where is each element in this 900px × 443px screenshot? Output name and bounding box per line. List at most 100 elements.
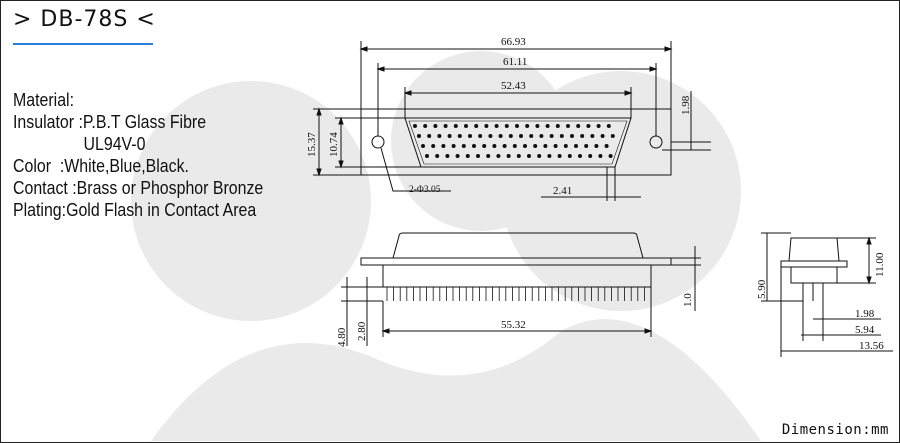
pin-dot <box>574 144 578 148</box>
bottom-view <box>341 232 701 346</box>
spec-insulator: Insulator :P.B.T Glass Fibre <box>13 111 207 132</box>
pin-dot <box>529 134 534 138</box>
dim-tail-a: 4.80 <box>336 327 348 347</box>
spec-block: Material: Insulator :P.B.T Glass Fibre U… <box>13 89 304 221</box>
pin-dot <box>563 144 568 148</box>
pin-dot <box>590 134 595 138</box>
pin-dot <box>549 134 554 138</box>
pin-dot <box>431 144 436 148</box>
dim-flange-thickness: 1.0 <box>682 293 694 307</box>
pin-dot <box>447 134 452 138</box>
pin-dot <box>553 144 558 148</box>
pin-dot <box>516 154 521 158</box>
pin-dot <box>425 154 429 158</box>
pin-dot <box>515 124 519 128</box>
front-view <box>313 41 711 201</box>
pin-dot <box>559 134 564 138</box>
dim-side-depth: 13.56 <box>859 340 884 352</box>
pin-dot <box>576 124 581 128</box>
pin-dot <box>508 134 513 138</box>
pin-dot <box>512 144 517 148</box>
pin-dot <box>492 144 497 148</box>
pin-dot <box>527 154 531 158</box>
dim-side-total-height: 11.00 <box>874 252 886 277</box>
pin-tails <box>386 287 645 301</box>
pin-dot <box>453 124 458 128</box>
pin-dot <box>519 134 523 138</box>
pin-dot <box>443 124 448 128</box>
pin-dot <box>445 154 450 158</box>
dim-mount-hole: 2-Φ3.05 <box>409 185 441 195</box>
pin-dot <box>437 134 442 138</box>
pin-dot <box>537 154 542 158</box>
pin-dot <box>474 124 479 128</box>
end-view <box>761 232 893 357</box>
pin-dot <box>478 134 483 138</box>
pin-dot <box>525 124 530 128</box>
spec-insulator-rating: UL94V-0 <box>83 133 146 154</box>
title-underline <box>13 43 153 45</box>
pin-dot <box>476 154 480 158</box>
dim-side-pin-span: 5.94 <box>855 324 875 336</box>
dim-pin-pitch: 2.41 <box>553 185 572 197</box>
dim-shell-height: 10.74 <box>328 132 340 157</box>
dim-flange-edge: 1.98 <box>680 95 692 115</box>
pin-dot <box>451 144 456 148</box>
pin-dot <box>523 144 527 148</box>
pin-dot <box>588 154 593 158</box>
pin-dot <box>421 144 425 148</box>
pin-dot <box>457 134 462 138</box>
pin-dot <box>610 134 615 138</box>
pin-dot <box>486 154 491 158</box>
pin-dot <box>586 124 591 128</box>
pin-dot <box>535 124 540 128</box>
pin-dot <box>472 144 476 148</box>
pin-dot <box>596 124 601 128</box>
pin-dot <box>498 134 503 138</box>
mount-hole-left <box>371 135 385 149</box>
mount-hole-right <box>649 135 663 149</box>
pin-dot <box>533 144 538 148</box>
dim-shell-width: 52.43 <box>501 80 526 92</box>
shell-profile <box>392 232 644 259</box>
pin-dot <box>545 124 550 128</box>
pin-dot <box>482 144 487 148</box>
pin-dot <box>606 124 611 128</box>
pin-dot <box>484 124 489 128</box>
pin-dot <box>423 124 428 128</box>
pin-dot <box>502 144 507 148</box>
dim-overall-height: 15.37 <box>306 132 318 157</box>
pin-dot <box>570 134 574 138</box>
pin-dot <box>413 124 417 128</box>
pin-dot <box>427 134 432 138</box>
dim-tail-b: 2.80 <box>356 321 368 341</box>
part-title: > DB-78S < <box>13 7 156 32</box>
pin-dot <box>557 154 562 158</box>
flange-outline <box>360 108 672 176</box>
pin-dot <box>594 144 599 148</box>
flange-profile <box>360 257 672 266</box>
dim-mount-spacing: 61.11 <box>503 56 527 68</box>
spec-plating: Plating:Gold Flash in Contact Area <box>13 199 257 220</box>
pin-dot <box>578 154 582 158</box>
pin-dot <box>598 154 603 158</box>
pin-dot <box>600 134 605 138</box>
pin-dot <box>584 144 589 148</box>
pin-dot <box>543 144 548 148</box>
spec-contact: Contact :Brass or Phosphor Bronze <box>13 177 264 198</box>
insulator-body <box>382 264 652 288</box>
pin-dot <box>539 134 544 138</box>
dim-side-pitch: 1.98 <box>855 308 875 320</box>
pin-dot <box>455 154 460 158</box>
pin-dot <box>441 144 446 148</box>
pin-field <box>413 124 615 158</box>
pin-dot <box>580 134 585 138</box>
pin-dot <box>567 154 572 158</box>
pin-dot <box>608 154 613 158</box>
dim-side-upper-height: 5.90 <box>756 279 768 299</box>
pin-dot <box>461 144 466 148</box>
pin-dot <box>504 124 509 128</box>
pin-dot <box>488 134 493 138</box>
